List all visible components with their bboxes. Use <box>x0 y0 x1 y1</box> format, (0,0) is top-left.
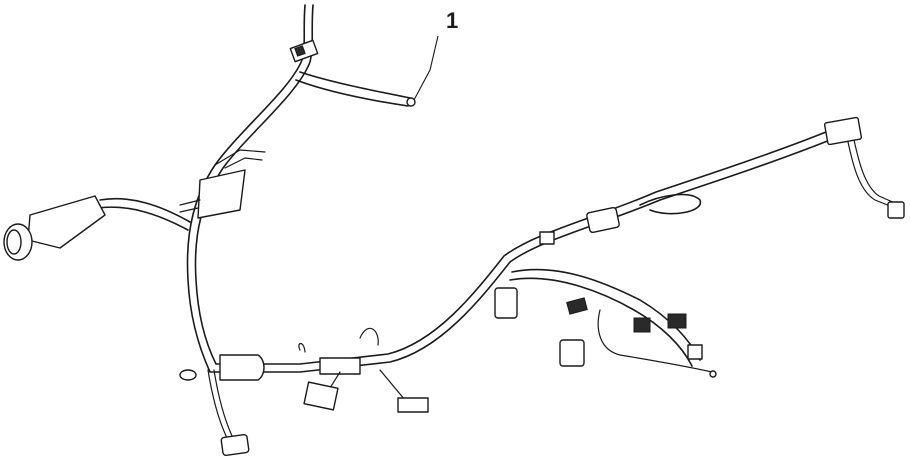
ground-terminal-left <box>303 381 339 411</box>
callout-leader <box>413 35 439 101</box>
small-clip <box>539 231 555 245</box>
main-harness-trunk <box>186 4 831 373</box>
bottom-connector <box>220 433 250 457</box>
center-connector <box>494 287 518 319</box>
mid-connector <box>586 206 620 234</box>
lower-right-connector-e <box>687 344 703 360</box>
ground-terminal-right <box>397 397 429 413</box>
grommet <box>179 369 197 381</box>
relay-module <box>179 149 266 219</box>
upper-branch <box>295 71 416 107</box>
callout-number: 1 <box>446 8 459 33</box>
end-connector-top-right <box>823 116 863 146</box>
lower-right-connector-a <box>559 339 585 367</box>
bottom-left-drop <box>179 369 250 457</box>
wire-end-terminal <box>406 97 416 107</box>
left-branch <box>3 195 191 261</box>
left-connector-housing <box>27 195 106 249</box>
lower-sleeve <box>219 354 265 381</box>
upper-right-branch <box>539 116 905 245</box>
sensor-connector-right <box>887 201 905 219</box>
lower-right-connector-c <box>633 317 651 333</box>
right-lower-branch <box>494 268 717 378</box>
lower-right-connector-d <box>667 313 687 329</box>
bracket-block <box>319 357 361 375</box>
lower-right-connector-b <box>566 297 588 315</box>
ground-bracket-group <box>298 327 429 413</box>
top-clip <box>289 39 319 63</box>
